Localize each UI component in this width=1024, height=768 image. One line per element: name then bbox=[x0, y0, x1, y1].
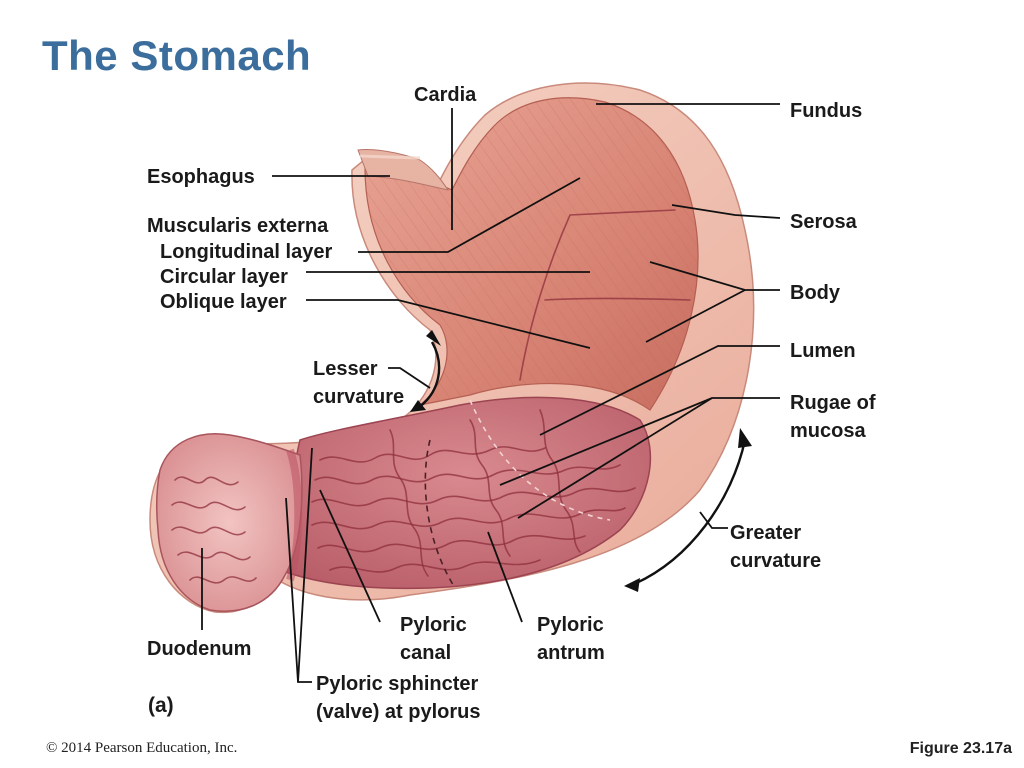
label-esophagus: Esophagus bbox=[147, 166, 255, 188]
label-muscularis-externa: Muscularis externa bbox=[147, 215, 329, 237]
label-lesser-curvature: Lesser curvature bbox=[313, 358, 405, 408]
label-circular-layer: Circular layer bbox=[160, 266, 288, 288]
page-title: The Stomach bbox=[42, 32, 312, 79]
label-serosa: Serosa bbox=[790, 211, 857, 233]
leader-lines bbox=[201, 103, 781, 683]
antrum-boundary bbox=[469, 399, 611, 521]
label-greater-curvature: Greater curvature bbox=[730, 522, 822, 572]
rugae-folds bbox=[311, 409, 636, 577]
greater-curvature-arrow bbox=[624, 428, 752, 592]
pyloric-canal-boundary bbox=[424, 439, 456, 589]
label-duodenum: Duodenum bbox=[147, 638, 252, 660]
figure-part-label: (a) bbox=[148, 694, 174, 717]
muscle-fibers bbox=[365, 97, 698, 410]
oblique-layer-edge bbox=[544, 297, 691, 301]
label-body: Body bbox=[790, 282, 840, 304]
esophagus bbox=[357, 149, 450, 191]
duodenum-folds bbox=[171, 476, 257, 584]
pyloric-sphincter bbox=[286, 448, 303, 582]
circular-layer-edge bbox=[519, 209, 676, 381]
label-lumen: Lumen bbox=[790, 340, 856, 362]
label-pyloric-sphincter: Pyloric sphincter (valve) at pylorus bbox=[316, 673, 481, 723]
label-fundus: Fundus bbox=[790, 100, 863, 122]
label-pyloric-antrum: Pyloric antrum bbox=[537, 614, 605, 664]
lesser-curvature-arrow bbox=[410, 330, 441, 412]
label-rugae-of-mucosa: Rugae of mucosa bbox=[790, 392, 876, 442]
label-pyloric-canal: Pyloric canal bbox=[400, 614, 467, 664]
lumen bbox=[279, 396, 652, 590]
duodenum bbox=[155, 433, 303, 612]
label-longitudinal-layer: Longitudinal layer bbox=[160, 241, 333, 263]
label-cardia: Cardia bbox=[414, 84, 477, 106]
label-oblique-layer: Oblique layer bbox=[160, 291, 287, 313]
copyright-notice: © 2014 Pearson Education, Inc. bbox=[46, 740, 238, 756]
figure-number: Figure 23.17a bbox=[909, 740, 1012, 757]
